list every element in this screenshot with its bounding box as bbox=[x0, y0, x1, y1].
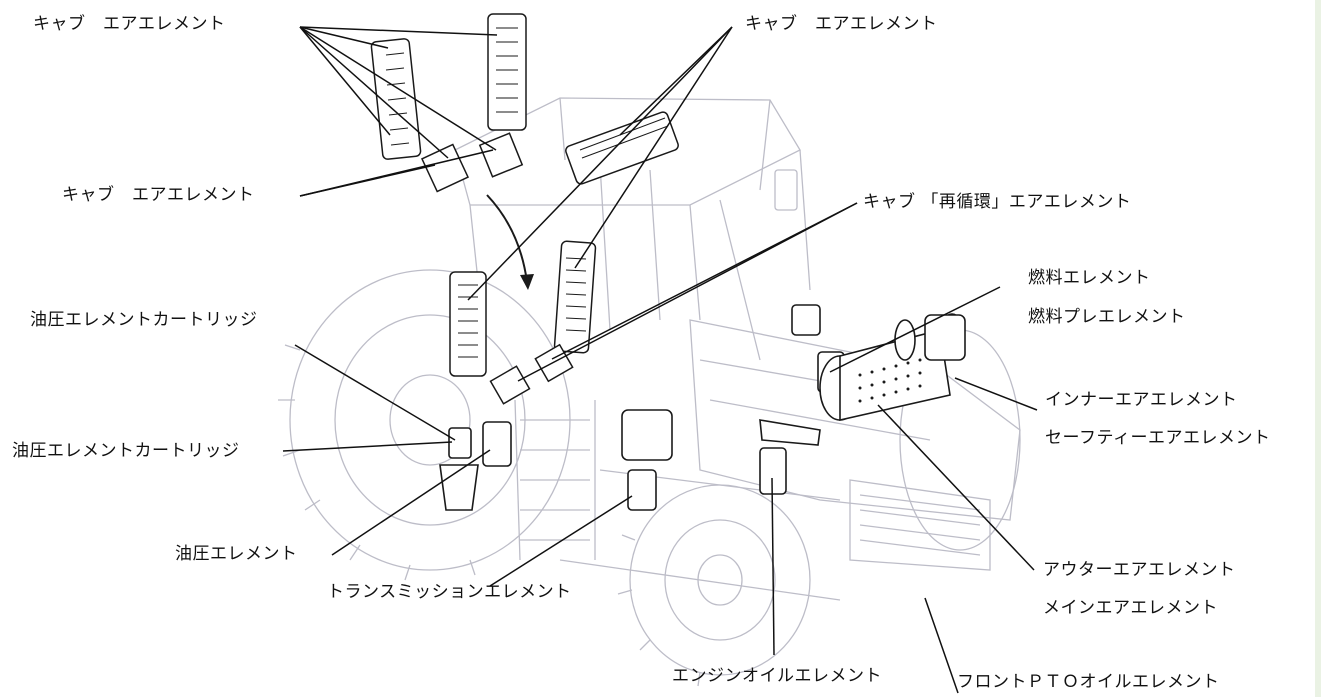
cab-filter-panels bbox=[370, 13, 679, 405]
cab-arrow bbox=[486, 194, 528, 283]
filter-grids bbox=[385, 27, 669, 358]
label-fuel-pre-element: 燃料プレエレメント bbox=[1028, 307, 1186, 327]
label-hydraulic-cartridge-lower: 油圧エレメントカートリッジ bbox=[12, 441, 240, 461]
label-cab-air-element-top-left: キャブ エアエレメント bbox=[33, 14, 226, 34]
cab-arrow-head bbox=[520, 274, 534, 290]
label-main-air-element: メインエアエレメント bbox=[1043, 598, 1218, 618]
label-hydraulic-element: 油圧エレメント bbox=[175, 544, 298, 564]
cylinder-filters bbox=[439, 304, 966, 511]
label-hydraulic-cartridge-upper: 油圧エレメントカートリッジ bbox=[30, 310, 258, 330]
label-engine-oil-element: エンジンオイルエレメント bbox=[672, 666, 882, 686]
label-cab-air-element-mid-left: キャブ エアエレメント bbox=[62, 185, 255, 205]
label-cab-recirc-air-element: キャブ 「再循環」エアエレメント bbox=[863, 192, 1132, 212]
label-inner-air-element: インナーエアエレメント bbox=[1045, 390, 1238, 410]
leader-lines bbox=[282, 26, 1038, 694]
label-transmission-element: トランスミッションエレメント bbox=[327, 582, 572, 602]
label-front-pto-oil-element: フロントＰＴＯオイルエレメント bbox=[957, 672, 1220, 692]
label-outer-air-element: アウターエアエレメント bbox=[1043, 560, 1236, 580]
label-cab-air-element-top-right: キャブ エアエレメント bbox=[745, 14, 938, 34]
label-fuel-element: 燃料エレメント bbox=[1028, 268, 1151, 288]
label-safety-air-element: セーフティーエアエレメント bbox=[1045, 428, 1271, 448]
air-cleaner-mesh bbox=[858, 358, 922, 403]
edge-strip bbox=[1315, 0, 1321, 697]
